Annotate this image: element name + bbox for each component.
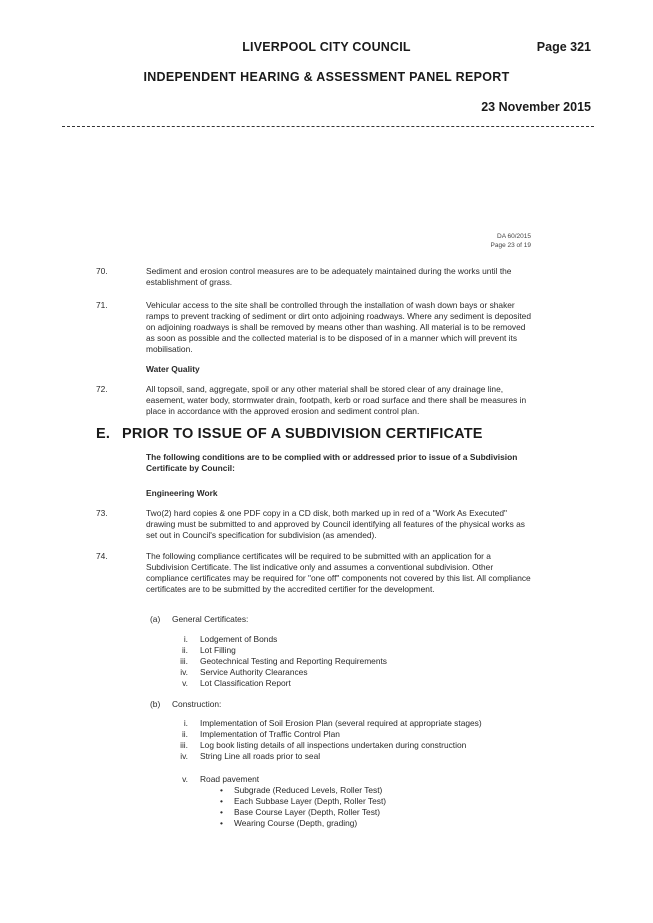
subheading-water-quality: Water Quality bbox=[146, 364, 200, 374]
condition-text: All topsoil, sand, aggregate, spoil or a… bbox=[146, 384, 527, 416]
condition-number: 74. bbox=[96, 551, 108, 561]
subheading-engineering-work: Engineering Work bbox=[146, 488, 218, 498]
condition-71: 71. Vehicular access to the site shall b… bbox=[96, 300, 534, 355]
list-item: iii.Geotechnical Testing and Reporting R… bbox=[180, 656, 387, 666]
page-number: Page 321 bbox=[536, 40, 591, 54]
condition-72: 72. All topsoil, sand, aggregate, spoil … bbox=[96, 384, 534, 417]
header-divider bbox=[62, 126, 594, 127]
condition-number: 70. bbox=[96, 266, 108, 276]
construction-list: i.Implementation of Soil Erosion Plan (s… bbox=[174, 718, 482, 762]
list-item: iv.String Line all roads prior to seal bbox=[180, 751, 321, 761]
list-item: Subgrade (Reduced Levels, Roller Test) bbox=[218, 785, 386, 796]
category-title: General Certificates: bbox=[172, 614, 249, 624]
list-item: v.Lot Classification Report bbox=[182, 678, 291, 688]
list-item: Base Course Layer (Depth, Roller Test) bbox=[218, 807, 386, 818]
condition-number: 71. bbox=[96, 300, 108, 310]
condition-73: 73. Two(2) hard copies & one PDF copy in… bbox=[96, 508, 534, 541]
list-item: ii.Implementation of Traffic Control Pla… bbox=[181, 729, 340, 739]
document-reference: DA 60/2015 Page 23 of 19 bbox=[491, 232, 531, 250]
section-title: PRIOR TO ISSUE OF A SUBDIVISION CERTIFIC… bbox=[122, 426, 483, 442]
list-item: iii.Log book listing details of all insp… bbox=[180, 740, 467, 750]
condition-text: Vehicular access to the site shall be co… bbox=[146, 300, 531, 354]
condition-number: 73. bbox=[96, 508, 108, 518]
general-certificates-list: i.Lodgement of Bonds ii.Lot Filling iii.… bbox=[174, 634, 387, 689]
condition-text: Two(2) hard copies & one PDF copy in a C… bbox=[146, 508, 525, 540]
section-letter: E. bbox=[96, 426, 111, 442]
road-pavement-item: v.Road pavement bbox=[174, 774, 259, 785]
category-label: (a) bbox=[150, 614, 161, 624]
pavement-tests-list: Subgrade (Reduced Levels, Roller Test) E… bbox=[218, 785, 386, 829]
condition-number: 72. bbox=[96, 384, 108, 394]
condition-74: 74. The following compliance certificate… bbox=[96, 551, 534, 595]
doc-ref-page: Page 23 of 19 bbox=[490, 242, 531, 249]
category-label: (b) bbox=[150, 699, 161, 709]
section-heading: E. PRIOR TO ISSUE OF A SUBDIVISION CERTI… bbox=[96, 426, 483, 442]
list-item: Each Subbase Layer (Depth, Roller Test) bbox=[218, 796, 386, 807]
list-item: i.Lodgement of Bonds bbox=[183, 634, 278, 644]
list-item: Wearing Course (Depth, grading) bbox=[218, 818, 386, 829]
list-item: iv.Service Authority Clearances bbox=[180, 667, 308, 677]
section-intro: The following conditions are to be compl… bbox=[146, 452, 518, 473]
report-date: 23 November 2015 bbox=[481, 100, 591, 114]
council-name: LIVERPOOL CITY COUNCIL bbox=[242, 40, 411, 54]
condition-70: 70. Sediment and erosion control measure… bbox=[96, 266, 534, 288]
condition-text: The following compliance certificates wi… bbox=[146, 551, 531, 594]
list-item: i.Implementation of Soil Erosion Plan (s… bbox=[183, 718, 482, 728]
category-title: Construction: bbox=[172, 699, 222, 709]
condition-text: Sediment and erosion control measures ar… bbox=[146, 266, 512, 287]
report-title: INDEPENDENT HEARING & ASSESSMENT PANEL R… bbox=[143, 70, 510, 84]
list-item: v.Road pavement bbox=[182, 774, 260, 784]
doc-ref-number: DA 60/2015 bbox=[497, 233, 531, 240]
list-item: ii.Lot Filling bbox=[181, 645, 236, 655]
